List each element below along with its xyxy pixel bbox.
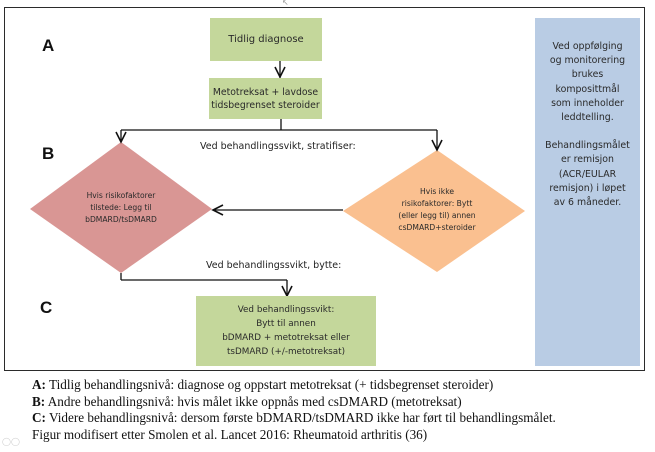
diamond-line: csDMARD+steroider — [398, 223, 476, 232]
level-a-label: A — [42, 36, 55, 55]
diamond-line: risikofaktorer: Bytt — [401, 199, 473, 208]
caption-line-b: B: Andre behandlingsnivå: hvis målet ikk… — [32, 394, 556, 411]
side-panel-line: og monitorering — [549, 55, 626, 67]
side-panel-line: brukes — [571, 69, 604, 81]
box-methotrexate-line: tidsbegrenset steroider — [211, 99, 320, 111]
caption-line-c: C: Videre behandlingsnivå: dersom første… — [32, 410, 556, 427]
box-switch-line: Ved behandlingssvikt: — [237, 305, 335, 315]
box-switch-line: tsDMARD (+/-metotreksat) — [226, 347, 346, 357]
diamond-line: tilstede: Legg til — [90, 203, 152, 212]
arrowhead-icon — [115, 131, 127, 144]
caption-text-a: Tidlig behandlingsnivå: diagnose og opps… — [45, 377, 494, 392]
caption-text-c: Videre behandlingsnivå: dersom første bD… — [45, 410, 556, 425]
caption-key-a: A: — [32, 377, 46, 392]
caption-text-b: Andre behandlingsnivå: hvis målet ikke o… — [45, 393, 462, 409]
side-panel-line: av 6 måneder. — [553, 197, 622, 209]
box-early-diagnosis-text: Tidlig diagnose — [228, 34, 304, 45]
figure-caption: A: Tidlig behandlingsnivå: diagnose og o… — [32, 377, 556, 443]
side-panel-line: er remisjon — [561, 154, 614, 166]
side-panel-line: leddtelling. — [561, 112, 614, 124]
box-early-diagnosis: Tidlig diagnose — [210, 18, 322, 61]
diamond-no-risk — [343, 150, 525, 272]
caption-key-c: C: — [32, 410, 46, 425]
caption-source: Figur modifisert etter Smolen et al. Lan… — [32, 426, 428, 442]
level-b-label: B — [42, 144, 55, 163]
box-methotrexate-line: Metotreksat + lavdose — [212, 86, 319, 98]
side-panel-line: (ACR/EULAR — [558, 168, 617, 180]
watermark-icon: ◯◯ — [2, 437, 20, 446]
diamond-line: Hvis risikofaktorer — [86, 191, 156, 200]
side-panel-monitoring: Ved oppfølging og monitorering brukes ko… — [535, 18, 640, 366]
diamond-risk-present-text: Hvis risikofaktorer tilstede: Legg til b… — [66, 190, 176, 226]
box-switch-line: Bytt til annen — [256, 319, 316, 329]
arrowhead-icon — [211, 204, 224, 216]
diamond-line: bDMARD/tsDMARD — [85, 215, 157, 224]
edge-label-stratify: Ved behandlingssvikt, stratifiser: — [200, 141, 356, 152]
cursor-icon: ↖ — [282, 0, 289, 7]
box-switch-line: bDMARD + metotreksat eller — [222, 333, 350, 343]
diamond-line: Hvis ikke — [420, 187, 454, 196]
caption-line-a: A: Tidlig behandlingsnivå: diagnose og o… — [32, 377, 556, 394]
arrowhead-icon — [431, 139, 443, 152]
level-c-label: C — [40, 298, 53, 317]
side-panel-line: komposittmål — [555, 83, 620, 95]
side-panel-line: Ved oppfølging — [552, 41, 623, 52]
arrowhead-icon — [274, 66, 286, 79]
side-panel-line: Behandlingsmålet — [545, 140, 630, 152]
diagram-frame — [4, 7, 645, 371]
box-switch-therapy: Ved behandlingssvikt: Bytt til annen bDM… — [196, 296, 376, 366]
diamond-line: (eller legg til) annen — [398, 211, 476, 220]
diamond-risk-present — [30, 142, 212, 273]
side-panel-line: som inneholder — [551, 97, 624, 109]
box-methotrexate: Metotreksat + lavdose tidsbegrenset ster… — [209, 78, 322, 119]
caption-key-b: B: — [32, 393, 46, 409]
side-panel-line: remisjon) i løpet — [549, 182, 626, 194]
edge-label-switch: Ved behandlingssvikt, bytte: — [206, 260, 342, 271]
diamond-no-risk-text: Hvis ikke risikofaktorer: Bytt (eller le… — [382, 186, 492, 234]
